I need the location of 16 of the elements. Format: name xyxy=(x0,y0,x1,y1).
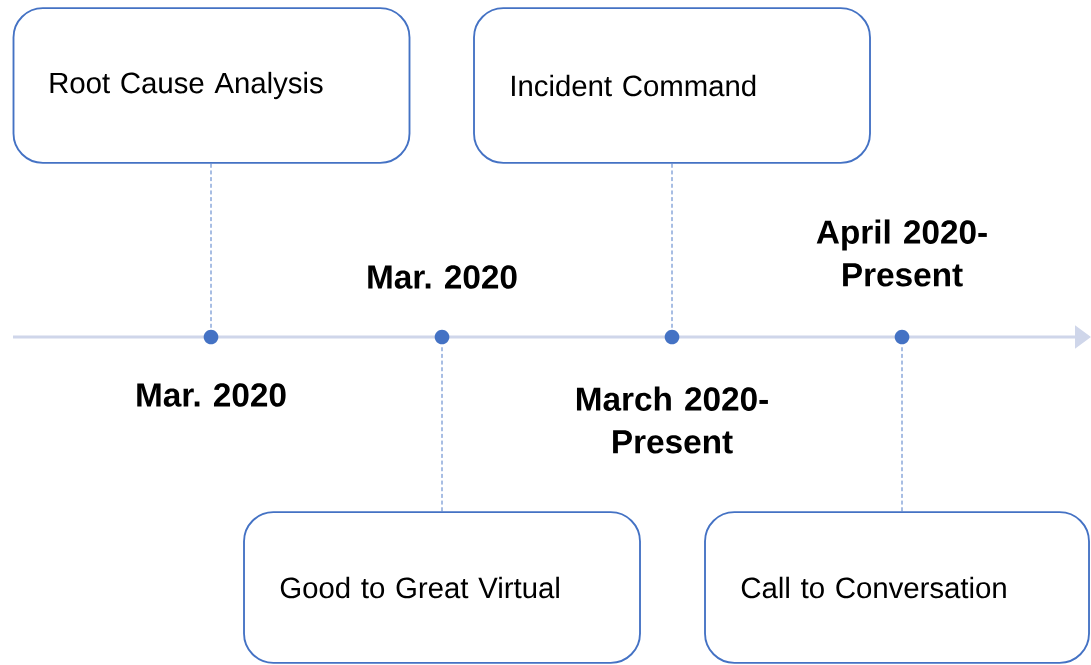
connector-line xyxy=(901,344,903,512)
date-label: April 2020- Present xyxy=(816,219,987,287)
event-box: Call to Conversation xyxy=(704,511,1090,664)
connector-line xyxy=(210,163,212,330)
event-box: Incident Command xyxy=(473,7,871,164)
timeline-dot xyxy=(664,329,680,345)
date-label: Mar. 2020 xyxy=(137,383,286,407)
event-box: Good to Great Virtual xyxy=(243,511,641,664)
timeline-dot xyxy=(203,329,219,345)
date-label: Mar. 2020 xyxy=(368,265,517,289)
timeline-dot xyxy=(894,329,910,345)
connector-line xyxy=(671,163,673,330)
connector-line xyxy=(441,344,443,512)
timeline-dot xyxy=(434,329,450,345)
date-label: March 2020- Present xyxy=(577,386,768,454)
event-box: Root Cause Analysis xyxy=(12,7,411,164)
